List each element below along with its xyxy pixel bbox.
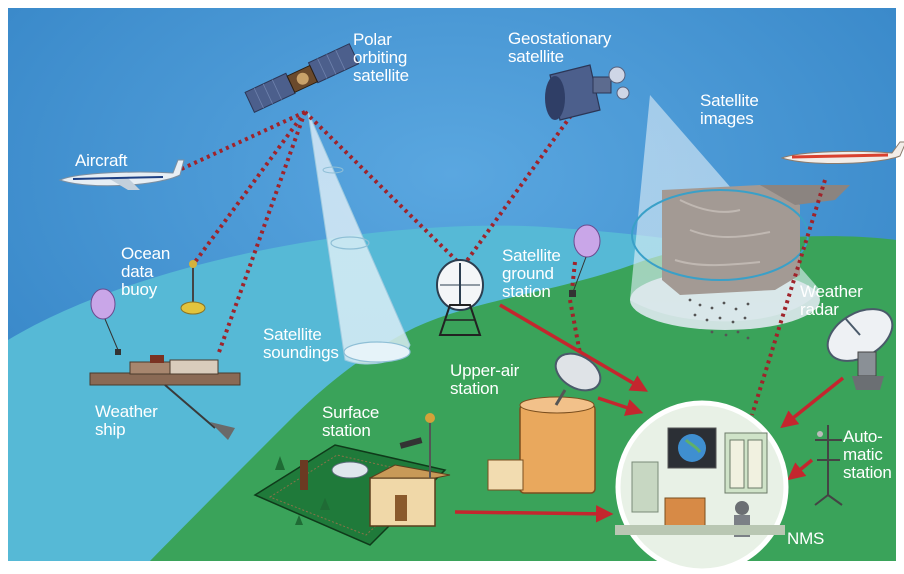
link-polar-aircraft bbox=[174, 110, 306, 174]
label-ocean-data-buoy: Ocean data buoy bbox=[121, 244, 171, 299]
label-automatic-station: Auto- matic station bbox=[843, 427, 892, 482]
label-polar-satellite: Polar orbiting satellite bbox=[353, 30, 409, 85]
arrow-auto-nms bbox=[787, 458, 814, 481]
label-geostationary-satellite: Geostationary satellite bbox=[508, 29, 612, 66]
link-polar-ground-station bbox=[303, 110, 460, 264]
weather-radar-icon bbox=[826, 308, 894, 390]
label-nms: NMS bbox=[787, 529, 825, 548]
arrow-surface-nms bbox=[454, 505, 614, 523]
ground-station-icon bbox=[436, 259, 484, 336]
link-polar-buoy bbox=[193, 110, 307, 264]
aircraft-left-icon bbox=[58, 159, 185, 190]
link-balloon-upperair bbox=[570, 261, 577, 291]
arrow-upperair-nms bbox=[597, 396, 644, 416]
label-weather-ship: Weather ship bbox=[95, 402, 158, 439]
label-aircraft: Aircraft bbox=[75, 151, 128, 170]
nms-center-icon bbox=[615, 400, 789, 574]
upper-air-station-icon bbox=[487, 352, 602, 494]
ocean-buoy-icon bbox=[180, 260, 206, 315]
grass-accents bbox=[275, 456, 330, 525]
balloon-left-icon bbox=[90, 288, 121, 355]
link-aircraft2-nms bbox=[750, 179, 827, 416]
label-satellite-images: Satellite images bbox=[700, 91, 759, 128]
label-upper-air-station: Upper-air station bbox=[450, 361, 520, 398]
automatic-station-icon bbox=[814, 425, 843, 506]
polar-satellite-icon bbox=[244, 43, 360, 113]
balloon-right-icon bbox=[569, 224, 601, 297]
surface-station-icon bbox=[253, 413, 451, 546]
link-geo-ground-station bbox=[464, 108, 577, 264]
label-satellite-ground-station: Satellite ground station bbox=[502, 246, 561, 301]
arrow-ground-nms bbox=[499, 303, 649, 392]
aircraft-right-icon bbox=[780, 141, 904, 165]
label-satellite-soundings: Satellite soundings bbox=[263, 325, 339, 362]
data-flow-arrows bbox=[454, 303, 845, 523]
arrow-radar-nms bbox=[780, 376, 845, 429]
label-weather-radar: Weather radar bbox=[800, 282, 863, 319]
satellite-sounding-beam bbox=[307, 111, 411, 365]
weather-ship-icon bbox=[89, 355, 241, 440]
dotted-data-links bbox=[174, 108, 827, 416]
link-polar-ship bbox=[216, 111, 307, 356]
label-surface-station: Surface station bbox=[322, 403, 380, 440]
geostationary-satellite-icon bbox=[545, 64, 630, 121]
